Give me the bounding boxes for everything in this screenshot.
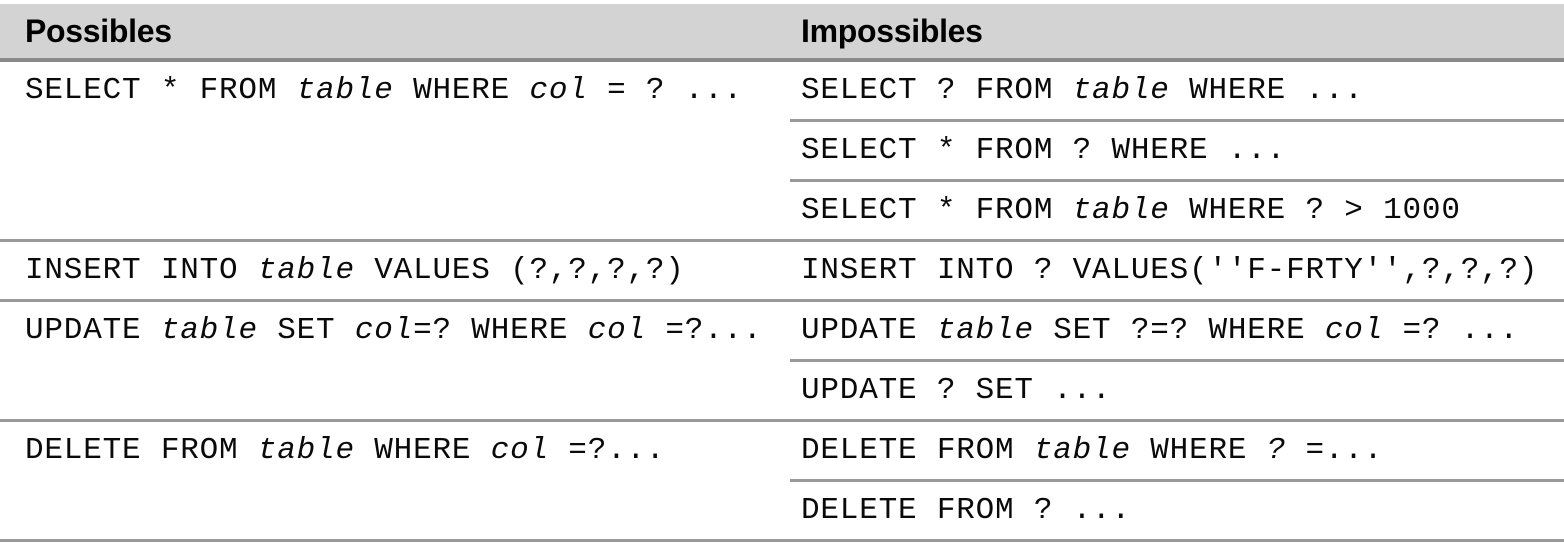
impossible-statement: SELECT * FROM table WHERE ? > 1000 <box>790 182 1564 239</box>
code-token: =?... <box>548 433 666 468</box>
italic-placeholder-token: table <box>1033 433 1131 468</box>
italic-placeholder-token: col <box>587 313 646 348</box>
code-token: WHERE <box>1130 433 1267 468</box>
italic-placeholder-token: table <box>257 433 355 468</box>
code-token: WHERE <box>393 73 530 108</box>
code-token: VALUES (?,?,?,?) <box>354 253 685 288</box>
italic-placeholder-token: col <box>1324 313 1384 348</box>
code-token: SELECT ? FROM <box>801 73 1073 108</box>
impossible-statements: UPDATE table SET ?=? WHERE col =? ... UP… <box>790 302 1564 419</box>
impossible-statement: SELECT ? FROM table WHERE ... <box>790 62 1564 122</box>
statement-group-row: INSERT INTO table VALUES (?,?,?,?) INSER… <box>0 242 1564 302</box>
code-token: WHERE ? > 1000 <box>1169 193 1461 228</box>
code-token: SET ?=? WHERE <box>1033 313 1325 348</box>
impossible-statement: DELETE FROM ? ... <box>790 482 1564 539</box>
code-token: =?... <box>645 313 763 348</box>
impossible-statement: SELECT * FROM ? WHERE ... <box>790 122 1564 182</box>
statement-group-row: UPDATE table SET col=? WHERE col =?... U… <box>0 302 1564 422</box>
code-token: WHERE <box>354 433 491 468</box>
code-token: WHERE ... <box>1169 73 1364 108</box>
italic-placeholder-token: col <box>354 313 414 348</box>
possibles-column-header: Possibles <box>25 12 172 49</box>
possible-statement: DELETE FROM table WHERE col =?... <box>0 422 790 479</box>
possible-statement: UPDATE table SET col=? WHERE col =?... <box>0 302 790 359</box>
code-token: SELECT * FROM <box>801 193 1073 228</box>
code-token: UPDATE <box>801 313 937 348</box>
code-token: DELETE FROM <box>801 433 1034 468</box>
code-token: SET <box>257 313 355 348</box>
italic-placeholder-token: ? <box>1266 433 1287 468</box>
italic-placeholder-token: table <box>160 313 258 348</box>
code-token: SELECT * FROM ? WHERE ... <box>801 133 1287 168</box>
italic-placeholder-token: table <box>257 253 355 288</box>
code-token: UPDATE ? SET ... <box>801 373 1112 408</box>
code-token: DELETE FROM ? ... <box>801 493 1131 528</box>
code-token: UPDATE <box>25 313 161 348</box>
impossible-statements: INSERT INTO ? VALUES(''F-FRTY'',?,?,?) <box>790 242 1564 299</box>
italic-placeholder-token: table <box>1072 73 1170 108</box>
statement-group-row: SELECT * FROM table WHERE col = ? ... SE… <box>0 62 1564 242</box>
table-body: SELECT * FROM table WHERE col = ? ... SE… <box>0 62 1564 542</box>
sql-parameter-markers-table: Possibles Impossibles SELECT * FROM tabl… <box>0 4 1564 542</box>
italic-placeholder-token: table <box>936 313 1034 348</box>
impossibles-column-header: Impossibles <box>801 12 983 49</box>
code-token: INSERT INTO <box>25 253 258 288</box>
possible-statement: SELECT * FROM table WHERE col = ? ... <box>0 62 790 119</box>
code-token: = ? ... <box>587 73 743 108</box>
code-token: =... <box>1286 433 1384 468</box>
italic-placeholder-token: table <box>1072 193 1170 228</box>
italic-placeholder-token: col <box>490 433 549 468</box>
impossible-statements: DELETE FROM table WHERE ? =... DELETE FR… <box>790 422 1564 539</box>
table-header-row: Possibles Impossibles <box>0 4 1564 62</box>
code-token: SELECT * FROM <box>25 73 297 108</box>
impossible-statements: SELECT ? FROM table WHERE ... SELECT * F… <box>790 62 1564 239</box>
impossible-statement: INSERT INTO ? VALUES(''F-FRTY'',?,?,?) <box>790 242 1564 299</box>
italic-placeholder-token: col <box>529 73 588 108</box>
italic-placeholder-token: table <box>296 73 394 108</box>
code-token: DELETE FROM <box>25 433 258 468</box>
impossible-statement: DELETE FROM table WHERE ? =... <box>790 422 1564 482</box>
statement-group-row: DELETE FROM table WHERE col =?... DELETE… <box>0 422 1564 542</box>
code-token: =? ... <box>1383 313 1519 348</box>
impossible-statement: UPDATE table SET ?=? WHERE col =? ... <box>790 302 1564 362</box>
code-token: INSERT INTO ? VALUES(''F-FRTY'',?,?,?) <box>801 253 1539 288</box>
impossible-statement: UPDATE ? SET ... <box>790 362 1564 419</box>
possible-statement: INSERT INTO table VALUES (?,?,?,?) <box>0 242 790 299</box>
code-token: =? WHERE <box>413 313 588 348</box>
